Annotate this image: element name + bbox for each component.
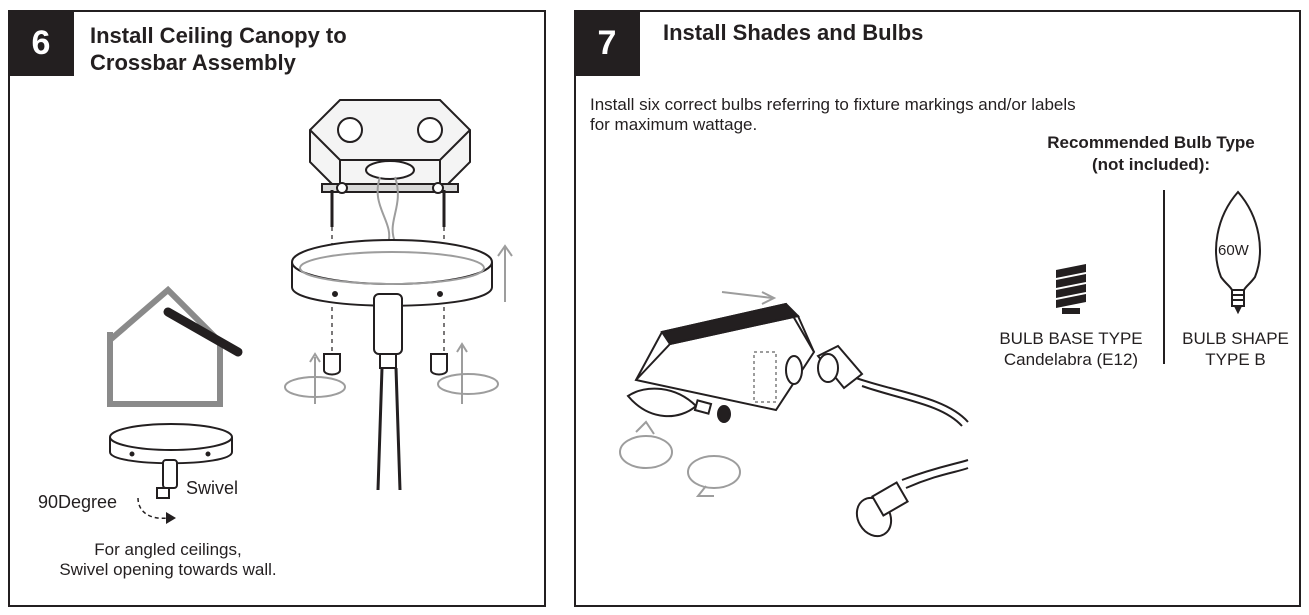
swivel-arrow xyxy=(137,497,169,520)
mounting-screws xyxy=(330,190,446,227)
step-6-title-line-2: Crossbar Assembly xyxy=(90,50,296,75)
swivel-label: Swivel xyxy=(186,478,239,498)
shade-and-bulb-illustration xyxy=(619,190,1261,538)
step-6-title-line-1: Install Ceiling Canopy to xyxy=(90,23,347,48)
socket-top xyxy=(816,344,969,427)
angled-ceiling-note: For angled ceilings, Swivel opening towa… xyxy=(10,540,326,580)
wattage-label: 60W xyxy=(1218,242,1249,259)
angled-ceiling-note-line-1: For angled ceilings, xyxy=(94,540,242,559)
recommended-bulb-line-2: (not included): xyxy=(1091,155,1211,174)
canopy-stem xyxy=(373,293,403,491)
candle-bulb-icon xyxy=(1215,190,1261,315)
cap-nuts xyxy=(323,353,448,376)
recommended-bulb-heading: Recommended Bulb Type (not included): xyxy=(1016,132,1286,176)
installed-bulb xyxy=(626,387,731,423)
dashed-guides xyxy=(331,227,445,352)
glass-shade xyxy=(634,302,816,412)
rotation-arrows xyxy=(284,342,499,404)
canopy-assembly-illustration xyxy=(107,99,513,524)
house-icon xyxy=(107,285,243,407)
step-7-title: Install Shades and Bulbs xyxy=(663,20,924,45)
bulb-base-type-line-2: Candelabra (E12) xyxy=(1003,350,1139,369)
bulb-shape-line-1: BULB SHAPE xyxy=(1182,329,1289,348)
step-7-instruction-line-1: Install six correct bulbs referring to f… xyxy=(590,95,1076,114)
ceiling-canopy xyxy=(291,239,493,307)
bulb-base-type-line-1: BULB BASE TYPE xyxy=(999,329,1143,348)
bulb-base-type-label: BULB BASE TYPE Candelabra (E12) xyxy=(978,328,1164,370)
swivel-arrowhead xyxy=(166,512,176,524)
step-7-number: 7 xyxy=(574,10,640,76)
step-6-panel: 6 Install Ceiling Canopy to Crossbar Ass… xyxy=(8,10,546,607)
junction-box xyxy=(309,99,471,193)
angled-ceiling-note-line-2: Swivel opening towards wall. xyxy=(59,560,277,579)
small-canopy xyxy=(109,423,233,499)
step-7-instruction-line-2: for maximum wattage. xyxy=(590,115,758,134)
socket-bottom xyxy=(855,459,969,538)
wires xyxy=(376,176,399,245)
step-6-title: Install Ceiling Canopy to Crossbar Assem… xyxy=(90,22,347,76)
step-7-instruction: Install six correct bulbs referring to f… xyxy=(590,95,1076,135)
bulb-shape-label: BULB SHAPE TYPE B xyxy=(1168,328,1303,370)
step-6-number: 6 xyxy=(8,10,74,76)
angle-label: 90Degree xyxy=(38,492,118,512)
crossbar xyxy=(321,182,459,194)
up-arrow xyxy=(497,244,513,302)
candelabra-base-icon xyxy=(1056,264,1086,314)
recommended-bulb-line-1: Recommended Bulb Type xyxy=(1047,133,1255,152)
bulb-shape-line-2: TYPE B xyxy=(1205,350,1266,369)
motion-arrows xyxy=(619,291,777,497)
step-7-panel: 7 Install Shades and Bulbs Install six c… xyxy=(574,10,1301,607)
